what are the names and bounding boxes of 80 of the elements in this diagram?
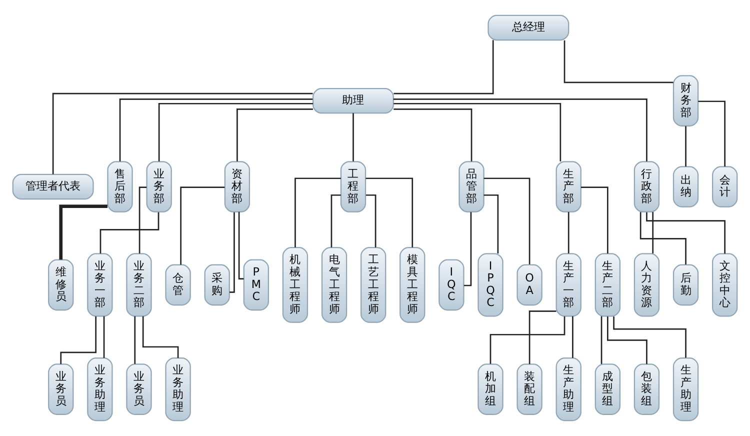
connector — [484, 194, 499, 254]
connector — [490, 316, 566, 364]
node-box: OA — [516, 264, 542, 306]
node-box: 仓管 — [165, 264, 191, 306]
node-box: 工艺工程师 — [360, 247, 386, 323]
node-box: 总经理 — [488, 14, 570, 41]
node-box: IQC — [438, 259, 464, 311]
node-box: 维修员 — [48, 259, 74, 311]
node-box: 生产一部 — [556, 253, 582, 317]
node-box: 业务员 — [48, 364, 74, 415]
connector — [564, 40, 674, 84]
connector — [138, 186, 147, 254]
connector — [366, 194, 376, 248]
connector — [394, 108, 472, 162]
connector — [685, 126, 686, 166]
node-box: 人力资源 — [634, 253, 660, 317]
connector — [580, 186, 608, 254]
connector — [393, 98, 648, 162]
connector — [230, 212, 235, 293]
connector — [180, 186, 225, 265]
node-box: 采购 — [204, 264, 230, 306]
node-box: 文控中心 — [712, 253, 738, 317]
node-box: 助理 — [312, 88, 394, 114]
node-box: 后勤 — [672, 264, 699, 306]
connector — [600, 316, 602, 364]
connector — [607, 316, 648, 364]
connector — [294, 178, 341, 248]
node-box: 生产助理 — [672, 357, 699, 422]
node-box: 管理者代表 — [12, 174, 94, 200]
node-box: IPQC — [478, 253, 504, 317]
node-box: 机加组 — [478, 364, 504, 415]
connector — [52, 92, 313, 174]
node-box: 机械工程师 — [282, 247, 308, 323]
node-box: 品管部 — [458, 161, 484, 212]
connector — [698, 100, 726, 167]
connector — [134, 316, 136, 364]
connector — [119, 98, 313, 162]
connector — [352, 113, 354, 162]
connector — [236, 108, 313, 162]
node-box: 业务助理 — [87, 357, 113, 422]
node-box: 模具工程师 — [400, 247, 426, 323]
connector — [366, 178, 414, 248]
node-box: 业务员 — [126, 364, 152, 415]
connector — [640, 212, 686, 264]
connector — [59, 204, 108, 260]
node-box: 装配组 — [516, 364, 542, 415]
node-box: 电气工程师 — [321, 247, 348, 323]
connector — [394, 102, 562, 162]
connector — [572, 316, 574, 358]
connector — [568, 212, 570, 254]
connector — [330, 194, 341, 248]
node-box: 包装组 — [634, 364, 660, 415]
node-box: PMC — [243, 259, 269, 311]
node-box: 业务二部 — [126, 253, 152, 317]
connector — [394, 40, 494, 94]
connector — [103, 316, 105, 358]
node-box: 出纳 — [672, 166, 699, 208]
node-box: 生产助理 — [556, 357, 582, 422]
connector — [142, 316, 179, 358]
node-box: 资材部 — [224, 161, 250, 212]
connector — [652, 212, 654, 254]
node-box: 成型组 — [594, 364, 620, 415]
node-box: 行政部 — [634, 161, 660, 212]
connector — [528, 310, 556, 364]
connector — [464, 212, 472, 286]
connector — [158, 102, 313, 162]
connector — [646, 212, 726, 254]
node-box: 业务一部 — [87, 253, 113, 317]
node-box: 生产部 — [556, 161, 582, 212]
connector — [613, 316, 686, 358]
node-box: 业务助理 — [165, 357, 191, 422]
connector — [100, 212, 160, 254]
node-box: 生产二部 — [594, 253, 620, 317]
node-box: 工程部 — [340, 161, 366, 212]
node-box: 业务部 — [146, 161, 172, 212]
node-box: 会计 — [712, 166, 738, 208]
node-box: 财务部 — [672, 75, 699, 126]
connector — [238, 212, 244, 280]
node-box: 售后部 — [107, 161, 133, 212]
connector — [484, 178, 530, 264]
